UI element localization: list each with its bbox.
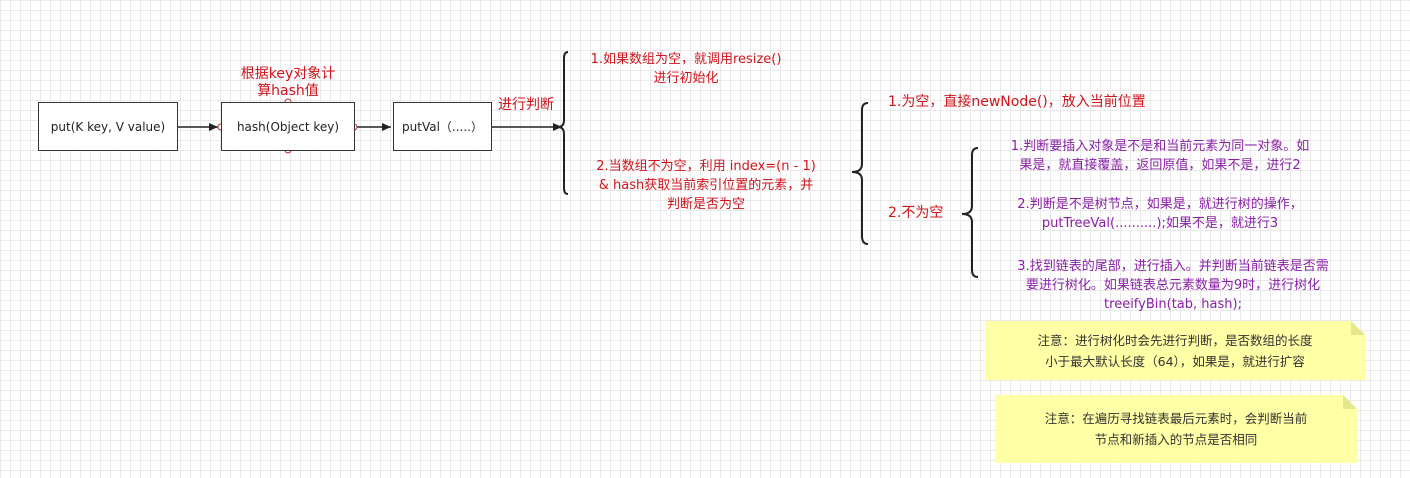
step1-line2: 果是，就直接覆盖，返回原值，如果不是，进行2 <box>1019 158 1301 173</box>
putval-method-label: putVal（.....） <box>402 120 483 134</box>
note1-line2: 小于最大默认长度（64），如果是，就进行扩容 <box>1045 353 1305 369</box>
brace-nonempty <box>851 102 869 245</box>
array-nonempty-line3: 判断是否为空 <box>666 197 745 212</box>
put-method-label: put(K key, V value) <box>50 119 166 134</box>
hash-caption: 根据key对象计 算hash值 <box>221 66 355 100</box>
brace-putval <box>557 51 569 195</box>
array-empty-line1: 1.如果数组为空，就调用resize() <box>590 52 782 67</box>
hash-method-label: hash(Object key) <box>236 119 340 134</box>
array-nonempty-line2: & hash获取当前索引位置的元素，并 <box>598 178 814 193</box>
step3-line2: 要进行树化。如果链表总元素数量为9时，进行树化 <box>1025 278 1321 293</box>
step2-text: 2.判断是不是树节点，如果是，就进行树的操作， putTreeVal(.....… <box>990 195 1330 233</box>
slot-empty-text: 1.为空，直接newNode()，放入当前位置 <box>888 94 1146 110</box>
step1-line1: 1.判断要插入对象是不是和当前元素为同一对象。如 <box>1010 139 1310 154</box>
array-nonempty-text: 2.当数组不为空，利用 index=(n - 1) & hash获取当前索引位置… <box>570 157 842 214</box>
array-nonempty-line1: 2.当数组不为空，利用 index=(n - 1) <box>596 159 816 174</box>
step3-line3: treeifyBin(tab, hash); <box>1104 297 1242 312</box>
judge-label: 进行判断 <box>498 97 554 113</box>
putval-method-box: putVal（.....） <box>393 102 492 151</box>
hash-caption-line1: 根据key对象计 <box>240 66 336 82</box>
hash-method-box: hash(Object key) <box>221 102 355 151</box>
step2-line1: 2.判断是不是树节点，如果是，就进行树的操作， <box>1017 197 1303 212</box>
note-compare-node: 注意：在遍历寻找链表最后元素时，会判断当前 节点和新插入的节点是否相同 <box>995 395 1357 463</box>
array-empty-text: 1.如果数组为空，就调用resize() 进行初始化 <box>570 50 802 88</box>
note1-line1: 注意：进行树化时会先进行判断，是否数组的长度 <box>1037 332 1313 348</box>
step3-line1: 3.找到链表的尾部，进行插入。并判断当前链表是否需 <box>1017 259 1329 274</box>
hash-caption-line2: 算hash值 <box>257 83 319 99</box>
note2-line2: 节点和新插入的节点是否相同 <box>1094 432 1258 447</box>
step3-text: 3.找到链表的尾部，进行插入。并判断当前链表是否需 要进行树化。如果链表总元素数… <box>990 257 1356 314</box>
slot-not-empty-text: 2.不为空 <box>888 205 944 221</box>
put-method-box: put(K key, V value) <box>38 102 178 151</box>
note-treeify-resize: 注意：进行树化时会先进行判断，是否数组的长度 小于最大默认长度（64），如果是，… <box>985 321 1365 380</box>
array-empty-line2: 进行初始化 <box>653 71 719 86</box>
note2-line1: 注意：在遍历寻找链表最后元素时，会判断当前 <box>1044 411 1308 426</box>
step2-line2: putTreeVal(..........);如果不是，就进行3 <box>1041 216 1279 231</box>
step1-text: 1.判断要插入对象是不是和当前元素为同一对象。如 果是，就直接覆盖，返回原值，如… <box>990 137 1330 175</box>
brace-not-null <box>961 147 979 278</box>
